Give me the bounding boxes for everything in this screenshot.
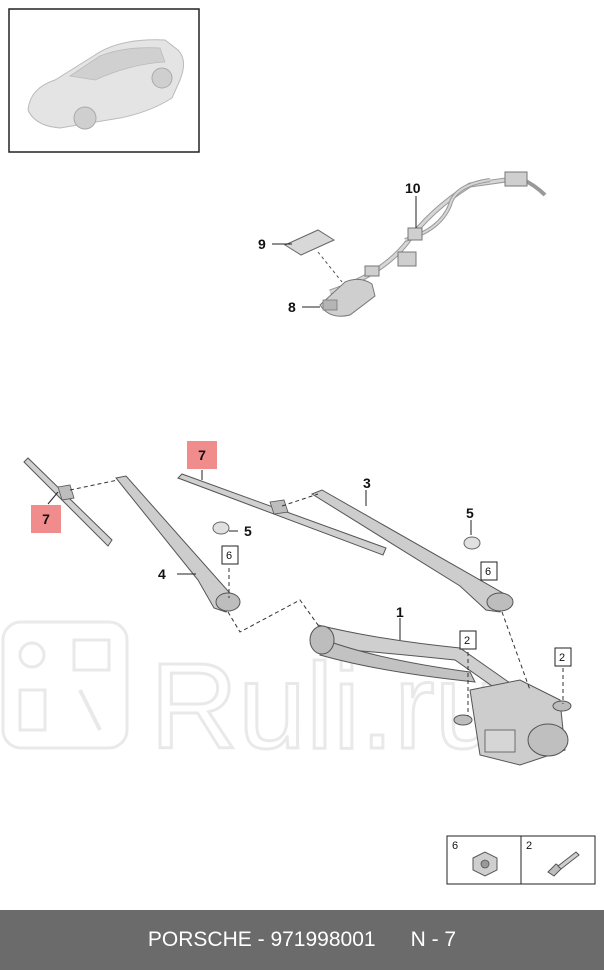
box-6-right: 6 <box>480 561 498 581</box>
box-2-left: 2 <box>459 630 477 650</box>
callout-10: 10 <box>405 180 421 196</box>
svg-text:2: 2 <box>559 652 565 664</box>
leader-lines-lower <box>47 470 472 640</box>
callout-7-right-highlight: 7 <box>187 441 217 469</box>
vehicle-thumbnail <box>8 8 200 153</box>
hardware-legend: 6 2 <box>446 835 596 885</box>
dashed-connectors <box>69 479 564 716</box>
callout-5-right: 5 <box>466 505 474 521</box>
svg-text:2: 2 <box>464 635 470 647</box>
cap-left <box>212 521 230 535</box>
footer-part-number: 971998001 <box>270 928 376 951</box>
callout-4: 4 <box>158 566 166 582</box>
box-6-left: 6 <box>221 545 239 565</box>
parts-diagram: Ruli.ru 9 8 10 <box>1 8 596 885</box>
right-wiper-arm <box>310 489 514 613</box>
left-wiper-blade <box>23 457 113 547</box>
callout-1: 1 <box>396 604 404 620</box>
watermark-text: Ruli.ru <box>150 638 503 774</box>
footer-gap <box>376 928 411 952</box>
nut-icon <box>472 851 498 877</box>
callout-9: 9 <box>258 236 266 252</box>
callout-7-left-highlight: 7 <box>31 505 61 533</box>
box-2-right: 2 <box>554 647 572 667</box>
washer-pump <box>319 278 376 317</box>
right-wiper-blade <box>177 473 387 556</box>
callout-3: 3 <box>363 475 371 491</box>
footer-brand: PORSCHE <box>147 928 252 951</box>
footer-bar: PORSCHE - 971998001 N - 7 <box>0 910 604 970</box>
cap-right <box>463 536 481 550</box>
legend-label-bolt: 2 <box>526 840 532 852</box>
footer-separator: - <box>251 928 271 951</box>
callout-8: 8 <box>288 299 296 315</box>
footer-page: N - 7 <box>410 928 457 951</box>
bolt-icon <box>547 851 580 877</box>
svg-text:6: 6 <box>226 550 232 562</box>
svg-text:6: 6 <box>485 566 491 578</box>
wiper-motor <box>453 679 572 766</box>
left-wiper-arm <box>115 475 241 613</box>
legend-label-nut: 6 <box>452 840 458 852</box>
watermark: Ruli.ru <box>1 620 504 776</box>
callout-5-left: 5 <box>244 523 252 539</box>
washer-hose <box>329 171 547 295</box>
filter-pad <box>283 229 343 283</box>
leader-lines-upper <box>272 196 417 308</box>
